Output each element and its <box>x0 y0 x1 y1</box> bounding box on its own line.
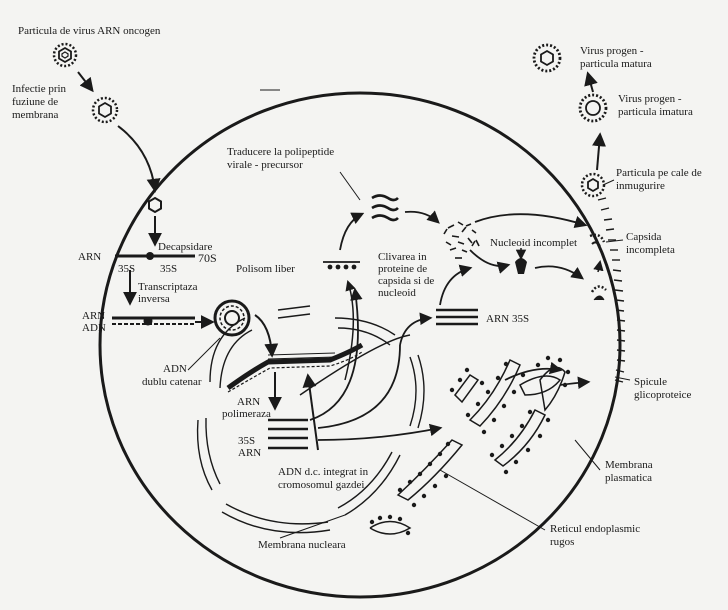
nuclear-membrane <box>196 305 425 534</box>
rna-transcripts <box>268 418 308 450</box>
budding-particle-icon <box>580 172 606 198</box>
plasma-membrane <box>98 91 622 599</box>
incomplete-capsid-icon <box>589 233 606 247</box>
circular-dna-icon <box>213 299 251 337</box>
label-traducere-2: virale - precursor <box>227 159 303 171</box>
label-adn-dc-2: dublu catenar <box>142 376 202 388</box>
fusing-virus-icon <box>91 96 119 124</box>
ribosomes <box>369 355 571 536</box>
budding-capsid-icon <box>590 285 607 301</box>
label-35s-a: 35S <box>118 263 135 275</box>
immature-virus-icon <box>578 93 608 123</box>
incomplete-nucleoid-icon <box>515 258 527 274</box>
virus-particle-icon <box>52 42 78 68</box>
label-clivarea-2: proteine de <box>378 263 427 275</box>
label-reticul-1: Reticul endoplasmic <box>550 523 640 535</box>
polypeptide-precursors <box>371 194 399 222</box>
label-membrana-nucleara: Membrana nucleara <box>258 539 346 551</box>
label-adn-integrat-1: ADN d.c. integrat in <box>278 466 369 478</box>
label-capsida-1: Capsida <box>626 231 662 243</box>
label-transcriptaza: Transcriptaza <box>138 281 198 293</box>
label-virus-matur-1: Virus progen - <box>580 45 644 57</box>
label-adn-integrat-2: cromosomul gazdei <box>278 479 364 491</box>
arn-35s-strands <box>436 308 478 326</box>
label-35s-b: 35S <box>160 263 177 275</box>
capsid-hexagon-icon <box>148 196 162 214</box>
label-infection-3: membrana <box>12 109 59 121</box>
label-polisom: Polisom liber <box>236 263 295 275</box>
free-polysome <box>323 261 360 270</box>
label-infection-1: Infectie prin <box>12 83 67 95</box>
label-arn-pol-1: ARN <box>237 396 260 408</box>
label-arn-pol-2: polimeraza <box>222 408 271 420</box>
label-35s-transcript: 35S <box>238 435 255 447</box>
label-reticul-2: rugos <box>550 536 574 548</box>
label-spicule-2: glicoproteice <box>634 389 692 401</box>
label-inmugurire-1: Particula pe cale de <box>616 167 702 179</box>
label-arn-genome: ARN <box>78 251 101 263</box>
label-membrana-plasm-1: Membrana <box>605 459 653 471</box>
label-decapsidare: Decapsidare <box>158 241 212 253</box>
label-inmugurire-2: inmugurire <box>616 180 665 192</box>
arn-70s-genome <box>115 252 195 260</box>
mature-virus-icon <box>532 43 562 73</box>
arn-adn-hybrid <box>112 316 195 326</box>
label-hybrid-adn: ADN <box>82 322 106 334</box>
label-clivarea-1: Clivarea in <box>378 251 427 263</box>
label-membrana-plasm-2: plasmatica <box>605 472 652 484</box>
label-virus-matur-2: particula matura <box>580 58 652 70</box>
label-virus-imatur-1: Virus progen - <box>618 93 682 105</box>
glycoprotein-spicules <box>597 197 626 383</box>
label-adn-dc-1: ADN <box>163 363 187 375</box>
label-arn-35s: ARN 35S <box>486 313 529 325</box>
label-traducere-1: Traducere la polipeptide <box>227 146 334 158</box>
label-arn-transcript: ARN <box>238 447 261 459</box>
label-70s: 70S <box>198 251 217 265</box>
label-clivarea-3: capsida si de <box>378 275 434 287</box>
label-capsida-2: incompleta <box>626 244 675 256</box>
label-virus-imatur-2: particula imatura <box>618 106 693 118</box>
label-spicule-1: Spicule <box>634 376 667 388</box>
label-virus-particle: Particula de virus ARN oncogen <box>18 25 161 37</box>
rough-er <box>369 358 566 535</box>
integrated-dna <box>226 342 364 393</box>
label-inversa: inversa <box>138 293 170 305</box>
label-hybrid-arn: ARN <box>82 310 105 322</box>
label-clivarea-4: nucleoid <box>378 287 416 299</box>
capsid-protein-cluster <box>443 221 480 259</box>
label-infection-2: fuziune de <box>12 96 58 108</box>
label-nucleoid-incomplet: Nucleoid incomplet <box>490 237 577 249</box>
